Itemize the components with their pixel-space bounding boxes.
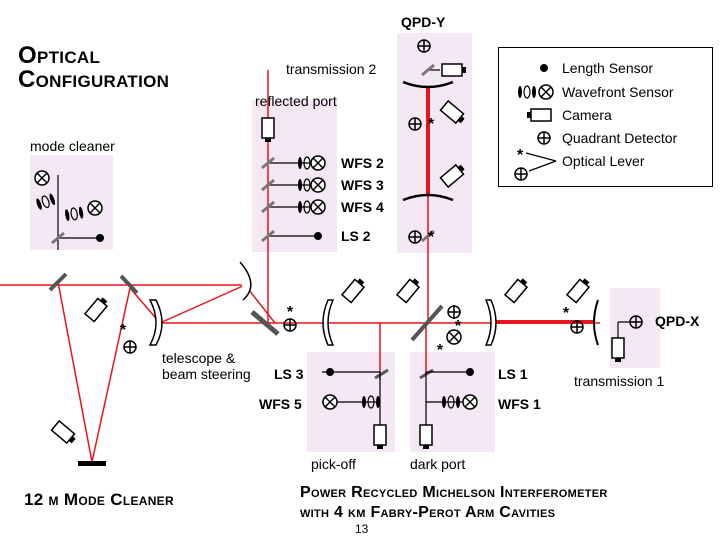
quadrant-detector-icon — [537, 131, 551, 145]
legend-quadrant-detector: Quadrant Detector — [562, 130, 678, 146]
label-ls1: LS 1 — [498, 366, 528, 382]
sensors — [34, 39, 643, 450]
legend-length-sensor: Length Sensor — [562, 60, 654, 76]
title-line1: Optical — [18, 42, 101, 69]
label-telescope-line1: telescope & — [162, 350, 236, 366]
label-telescope: telescope & beam steering — [162, 350, 251, 382]
optics — [48, 80, 599, 466]
legend: * Length Sensor Wavefront Sensor Camera … — [498, 47, 713, 187]
label-telescope-line2: beam steering — [162, 366, 251, 382]
svg-text:*: * — [517, 147, 524, 164]
interferometer-title-line1: Power Recycled Michelson Interferometer — [300, 484, 608, 501]
label-qpd-x: QPD-X — [655, 313, 700, 329]
mode-cleaner-title: 12 m Mode Cleaner — [24, 490, 174, 509]
label-ls3: LS 3 — [274, 366, 304, 382]
page-number: 13 — [355, 522, 369, 536]
label-pick-off: pick-off — [311, 456, 356, 472]
title-line2: Configuration — [18, 66, 170, 93]
label-wfs2: WFS 2 — [341, 155, 384, 171]
optical-lever-icon: * — [514, 147, 557, 181]
label-wfs1: WFS 1 — [498, 396, 541, 412]
wavefront-sensor-icon — [518, 84, 554, 100]
legend-wavefront-sensor: Wavefront Sensor — [562, 84, 674, 100]
label-wfs4: WFS 4 — [341, 199, 384, 215]
camera-icon — [527, 108, 552, 122]
label-ls2: LS 2 — [341, 228, 371, 244]
label-mode-cleaner: mode cleaner — [30, 138, 115, 154]
interferometer-title: Power Recycled Michelson Interferometer … — [300, 483, 608, 523]
laser-beams — [0, 70, 600, 463]
dot-icon — [540, 64, 548, 72]
label-wfs5: WFS 5 — [259, 396, 302, 412]
label-reflected-port: reflected port — [255, 93, 337, 109]
label-transmission-2: transmission 2 — [286, 61, 377, 77]
label-qpd-y: QPD-Y — [401, 14, 446, 30]
label-wfs3: WFS 3 — [341, 177, 384, 193]
label-transmission-1: transmission 1 — [574, 373, 665, 389]
legend-optical-lever: Optical Lever — [562, 153, 645, 169]
label-dark-port: dark port — [410, 456, 466, 472]
interferometer-title-line2: with 4 km Fabry-Perot Arm Cavities — [300, 504, 556, 521]
page-title: Optical Configuration — [18, 44, 169, 92]
legend-icons: * — [514, 64, 557, 181]
legend-camera: Camera — [562, 107, 612, 123]
